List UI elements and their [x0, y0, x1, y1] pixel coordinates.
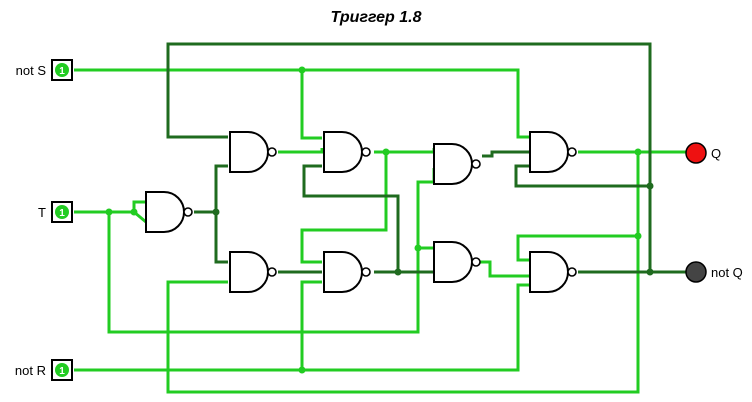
- nand-gate-t: [145, 191, 193, 233]
- input-value-t: 1: [59, 208, 65, 219]
- junction-node: [646, 268, 654, 276]
- nand-gate-2: [323, 131, 371, 173]
- wire-g1-out: [278, 148, 324, 154]
- junction-node: [394, 268, 402, 276]
- nand-gate-3: [323, 251, 371, 293]
- wire-g2-down: [300, 152, 388, 264]
- output-label-not-q: not Q: [711, 265, 743, 280]
- junction-node: [382, 148, 390, 156]
- wire-t-to-g7: [74, 200, 146, 214]
- output-label-q: Q: [711, 146, 721, 161]
- junction-node: [634, 232, 642, 240]
- wire-t-bus-low: [107, 212, 434, 334]
- wire-g6-out: [480, 260, 530, 278]
- input-pin-t[interactable]: T 1: [38, 201, 73, 223]
- wire-g6-loop: [416, 168, 436, 248]
- junction-node: [212, 208, 220, 216]
- junction-node: [414, 244, 422, 252]
- junction-node: [130, 208, 138, 216]
- junction-node: [105, 208, 113, 216]
- input-pin-not-s[interactable]: not S 1: [16, 59, 73, 81]
- wire-not-s-to-g2: [300, 70, 322, 140]
- wire-not-s: [74, 68, 530, 139]
- nand-gate-6: [433, 143, 481, 185]
- circuit-title: Триггер 1.8: [331, 9, 422, 26]
- input-pin-not-r[interactable]: not R 1: [15, 359, 73, 381]
- nand-gate-7: [433, 241, 481, 283]
- junction-node: [298, 66, 306, 74]
- input-label-not-r: not R: [15, 363, 46, 378]
- nand-gates: [145, 131, 577, 293]
- wire-g3-up: [302, 164, 400, 272]
- junctions: [105, 66, 654, 374]
- input-label-not-s: not S: [16, 63, 47, 78]
- wire-g6-top-out: [482, 150, 530, 158]
- junction-node: [298, 366, 306, 374]
- wire-not-r: [74, 283, 530, 372]
- input-value-not-r: 1: [59, 366, 65, 377]
- junction-node: [646, 182, 654, 190]
- wire-g7-to-g5: [214, 212, 228, 264]
- led-q-indicator: [685, 142, 707, 164]
- nand-gate-5: [229, 251, 277, 293]
- output-led-q: Q: [685, 142, 721, 164]
- nand-gate-8: [529, 251, 577, 293]
- nand-gate-4: [529, 131, 577, 173]
- wire-q-feedback: [166, 152, 640, 394]
- wires: [74, 42, 690, 394]
- wire-not-r-to-g3: [300, 280, 322, 370]
- wire-g7-to-g1: [214, 164, 228, 212]
- led-not-q-indicator: [685, 261, 707, 283]
- junction-node: [634, 148, 642, 156]
- input-value-not-s: 1: [59, 66, 65, 77]
- wire-not-q-to-g4: [514, 164, 650, 188]
- input-label-t: T: [38, 205, 46, 220]
- wire-not-q-feedback: [166, 42, 652, 272]
- nand-gate-1: [229, 131, 277, 173]
- wire-g8-in-feedback: [516, 234, 638, 262]
- output-led-not-q: not Q: [685, 261, 743, 283]
